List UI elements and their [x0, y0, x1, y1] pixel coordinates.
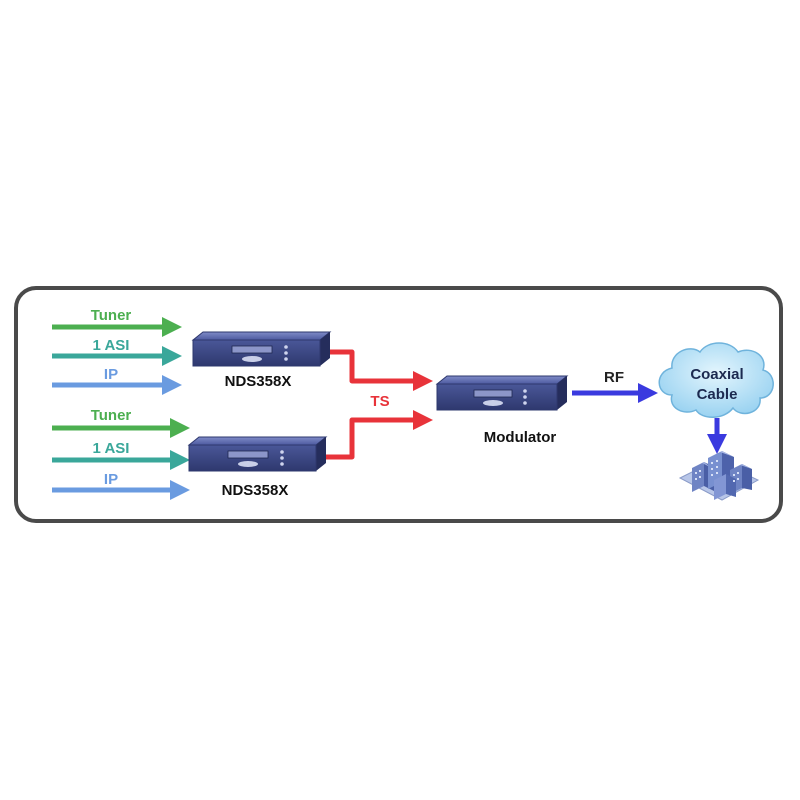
- ts-link-top: [322, 349, 433, 391]
- modulator-label: Modulator: [484, 429, 557, 446]
- tuner-label-bottom: Tuner: [91, 407, 132, 424]
- tuner-label-top: Tuner: [91, 307, 132, 324]
- encoder-label-bottom: NDS358X: [222, 482, 289, 499]
- ip-label-top: IP: [104, 366, 118, 383]
- asi-label-bottom: 1 ASI: [93, 440, 130, 457]
- encoder-label-top: NDS358X: [225, 373, 292, 390]
- cloud-label-line1: Coaxial: [690, 366, 743, 383]
- encoder-device-bottom: [187, 436, 328, 472]
- encoder-device-top: [191, 331, 332, 367]
- asi-label-top: 1 ASI: [93, 337, 130, 354]
- cloud-icon: [658, 342, 774, 418]
- ts-link-bottom: [322, 410, 433, 460]
- cloud-label-line2: Cable: [697, 386, 738, 403]
- buildings-icon: [678, 451, 760, 501]
- ts-label: TS: [370, 393, 389, 410]
- modulator-device: [435, 375, 569, 411]
- ip-label-bottom: IP: [104, 471, 118, 488]
- rf-label: RF: [604, 369, 624, 386]
